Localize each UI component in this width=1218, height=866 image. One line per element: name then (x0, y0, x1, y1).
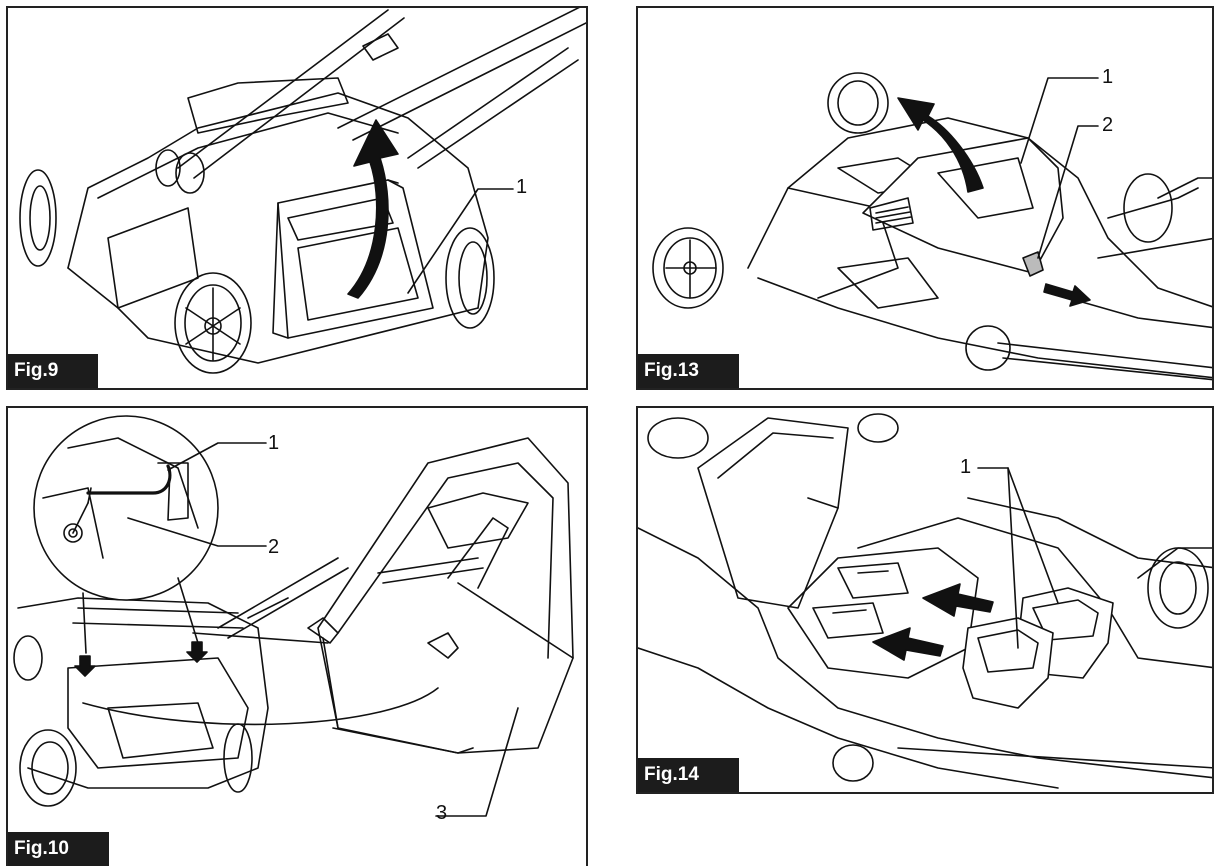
callout-1: 1 (516, 176, 528, 198)
insert-arrow-icon (922, 583, 994, 617)
figure-label: Fig.13 (638, 354, 739, 388)
figure-label: Fig.14 (638, 758, 739, 792)
mower-battery-cover-illustration (652, 72, 1212, 381)
figure-label: Fig.10 (8, 832, 109, 866)
battery-insertion-illustration (638, 413, 1212, 789)
figure-label: Fig.9 (8, 354, 99, 388)
callout-1: 1 (1102, 66, 1114, 88)
figure-14-panel: 1 Fig.14 (636, 406, 1214, 794)
insert-arrow-icon (186, 641, 208, 663)
figure-9-panel: 1 Fig.9 (6, 6, 588, 390)
curved-arrow-icon (897, 97, 984, 193)
insert-arrow-icon (74, 655, 96, 677)
callout-3: 3 (436, 802, 448, 824)
slide-arrow-icon (1043, 283, 1091, 307)
callout-2: 2 (1102, 114, 1114, 136)
callout-1: 1 (960, 456, 972, 478)
callout-1: 1 (268, 432, 280, 454)
curved-arrow-icon (347, 119, 399, 299)
figure-13-panel: 1 2 Fig.13 (636, 6, 1214, 390)
mower-rear-flap-illustration (19, 8, 586, 374)
figure-10-panel: 1 2 3 Fig.10 (6, 406, 588, 866)
insert-arrow-icon (872, 627, 944, 661)
grass-box-attachment-illustration (13, 415, 574, 817)
callout-2: 2 (268, 536, 280, 558)
